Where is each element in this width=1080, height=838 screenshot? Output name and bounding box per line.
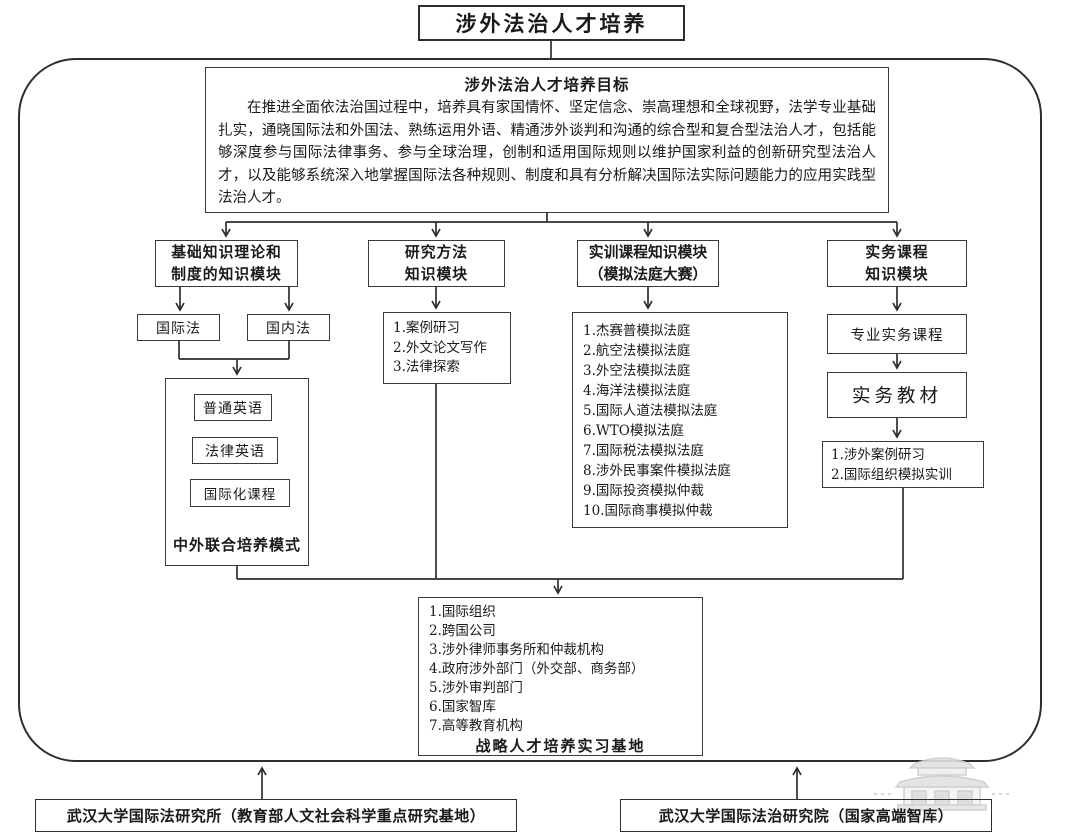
international-law-box: 国际法 <box>137 314 220 341</box>
list-item: 3.外空法模拟法庭 <box>583 363 691 379</box>
joint-training-label: 中外联合培养模式 <box>172 535 301 554</box>
list-item: 7.国际税法模拟法庭 <box>583 443 704 459</box>
internship-base-label: 战略人才培养实习基地 <box>475 737 646 755</box>
outer-frame <box>18 58 1042 762</box>
list-item: 2.航空法模拟法庭 <box>583 343 691 359</box>
list-item: 1.涉外案例研习 <box>831 447 925 463</box>
goal-heading: 涉外法治人才培养目标 <box>464 75 630 94</box>
internship-base-box: 1.国际组织 2.跨国公司 3.涉外律师事务所和仲裁机构 4.政府涉外部门（外交… <box>418 597 703 756</box>
moot-court-list: 1.杰赛普模拟法庭 2.航空法模拟法庭 3.外空法模拟法庭 4.海洋法模拟法庭 … <box>572 312 788 528</box>
practice-items-list: 1.涉外案例研习 2.国际组织模拟实训 <box>822 441 984 488</box>
diagram-title: 涉外法治人才培养 <box>418 5 685 41</box>
list-item: 6.WTO模拟法庭 <box>583 423 684 439</box>
practice-textbook-box: 实务教材 <box>827 372 967 418</box>
legal-english-box: 法律英语 <box>192 437 278 464</box>
list-item: 8.涉外民事案件模拟法庭 <box>583 463 731 479</box>
header-basic-knowledge-module: 基础知识理论和 制度的知识模块 <box>155 240 298 287</box>
goal-box: 涉外法治人才培养目标 在推进全面依法治国过程中，培养具有家国情怀、坚定信念、崇高… <box>205 67 889 213</box>
list-item: 4.海洋法模拟法庭 <box>583 383 691 399</box>
domestic-law-box: 国内法 <box>247 314 330 341</box>
header-practical-course-module: 实务课程 知识模块 <box>827 240 967 287</box>
institute-international-law-box: 武汉大学国际法研究所（教育部人文社会科学重点研究基地） <box>35 799 517 832</box>
header-practice-training-module: 实训课程知识模块 （模拟法庭大赛） <box>577 240 719 287</box>
list-item: 3.涉外律师事务所和仲裁机构 <box>429 642 604 658</box>
list-item: 7.高等教育机构 <box>429 718 523 734</box>
header-research-methods-module: 研究方法 知识模块 <box>368 240 505 287</box>
professional-practice-course-box: 专业实务课程 <box>827 314 967 354</box>
list-item: 1.案例研习 <box>393 320 460 336</box>
goal-body: 在推进全面依法治国过程中，培养具有家国情怀、坚定信念、崇高理想和全球视野，法学专… <box>218 100 876 207</box>
diagram-title-label: 涉外法治人才培养 <box>455 11 648 36</box>
list-item: 5.国际人道法模拟法庭 <box>583 403 718 419</box>
pavilion-watermark-icon <box>874 757 1010 811</box>
list-item: 6.国家智库 <box>429 699 496 715</box>
list-item: 2.外文论文写作 <box>393 339 487 356</box>
research-methods-list: 1.案例研习 2.外文论文写作 3.法律探索 <box>383 312 511 384</box>
list-item: 10.国际商事模拟仲裁 <box>583 503 713 519</box>
list-item: 2.国际组织模拟实训 <box>831 467 952 483</box>
list-item: 1.杰赛普模拟法庭 <box>583 323 691 339</box>
list-item: 5.涉外审判部门 <box>429 680 523 696</box>
institute-rule-of-law-box: 武汉大学国际法治研究院（国家高端智库） <box>620 799 992 832</box>
general-english-box: 普通英语 <box>194 394 272 421</box>
list-item: 2.跨国公司 <box>429 623 496 639</box>
list-item: 4.政府涉外部门（外交部、商务部） <box>429 661 645 677</box>
list-item: 1.国际组织 <box>429 604 496 620</box>
international-courses-box: 国际化课程 <box>190 479 290 507</box>
list-item: 9.国际投资模拟仲裁 <box>583 483 704 499</box>
list-item: 3.法律探索 <box>393 359 460 375</box>
